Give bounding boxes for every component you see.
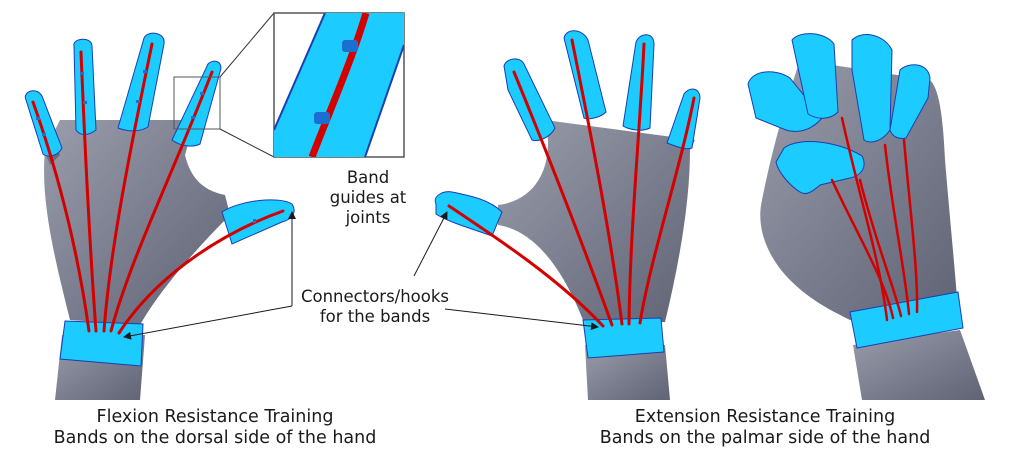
left-ring-sleeve [73, 38, 97, 135]
left-hand-dorsal [24, 32, 295, 400]
arrow-to-middle-thumb-tip [413, 211, 448, 277]
middle-thumb-sleeve [434, 191, 503, 237]
band-guides-line3: joints [345, 207, 391, 227]
left-wrist-strap [59, 320, 144, 367]
connectors-line1: Connectors/hooks [300, 287, 450, 306]
band-guides-label: Band guides at joints [318, 168, 418, 227]
middle-wrist-strap [582, 317, 665, 359]
left-palm [44, 120, 230, 325]
right-panel-caption: Extension Resistance Training Bands on t… [560, 407, 970, 449]
band-guides-line2: guides at [329, 187, 407, 207]
middle-ring-sleeve [622, 34, 655, 131]
middle-hand-palmar [434, 30, 701, 400]
right-finger-sleeve-2 [791, 33, 839, 119]
middle-index-sleeve [503, 58, 556, 141]
left-index-sleeve [171, 60, 222, 147]
right-hand-fist [747, 33, 985, 400]
connectors-label: Connectors/hooks for the bands [290, 287, 460, 327]
connectors-line2: for the bands [319, 306, 431, 326]
left-caption-title: Flexion Resistance Training [96, 407, 334, 427]
band-guide-inset [219, 12, 405, 158]
right-caption-title: Extension Resistance Training [634, 407, 896, 427]
arrow-to-left-wrist-connector [123, 305, 293, 340]
inset-source-box [173, 76, 221, 130]
left-caption-subtitle: Bands on the dorsal side of the hand [53, 428, 377, 448]
right-finger-sleeve-4 [889, 64, 931, 139]
annotation-arrows [123, 211, 599, 340]
right-wrist-strap [849, 291, 964, 349]
right-thumb-sleeve [775, 141, 865, 195]
middle-palm [498, 120, 695, 325]
band-guides-line1: Band [346, 168, 390, 187]
right-forearm [853, 330, 985, 400]
left-pinky-sleeve [24, 90, 63, 157]
middle-forearm [585, 345, 670, 400]
left-panel-caption: Flexion Resistance Training Bands on the… [0, 407, 430, 449]
arrow-to-middle-wrist-connector [444, 308, 599, 331]
left-middle-sleeve [117, 32, 165, 132]
right-caption-subtitle: Bands on the palmar side of the hand [599, 428, 931, 448]
